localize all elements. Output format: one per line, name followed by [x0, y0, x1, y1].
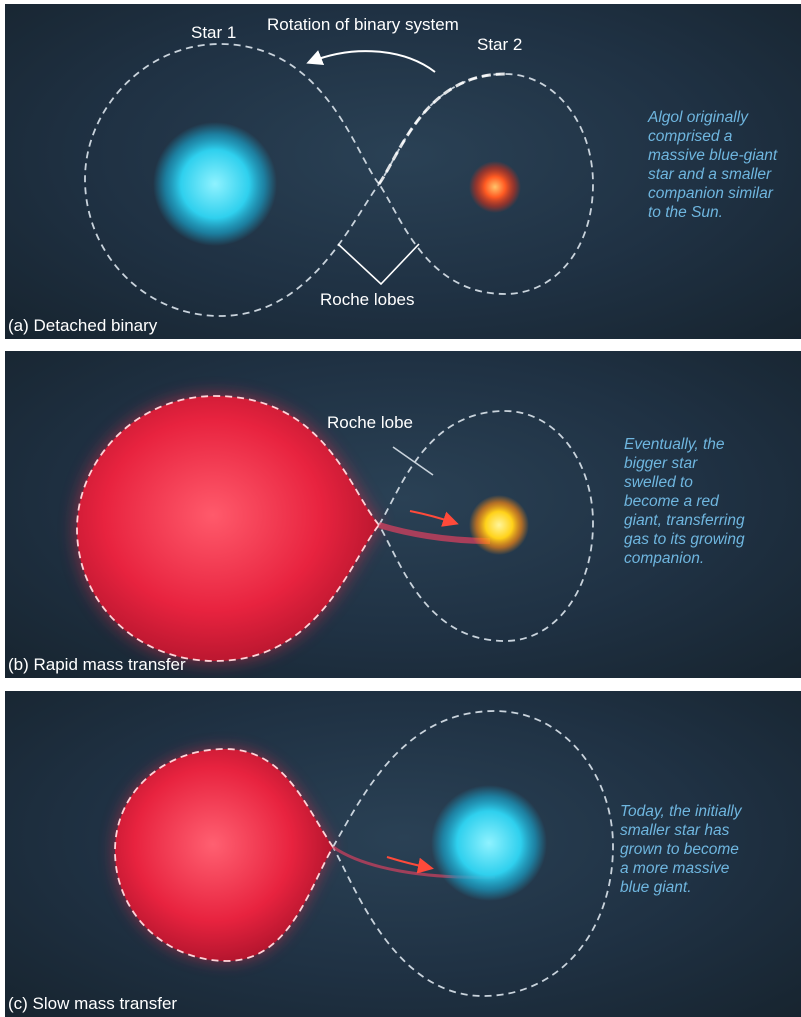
panel-c-diagram — [114, 710, 614, 997]
mass-transfer-arrow-icon — [386, 856, 434, 874]
panel-a-caption: (a) Detached binary — [8, 316, 158, 335]
star2-label: Star 2 — [477, 35, 523, 54]
rotation-arrow-icon — [306, 50, 436, 73]
panel-rapid-mass-transfer: Roche lobe Eventually, the bigger star s… — [5, 351, 801, 678]
roche-lobe-label: Roche lobe — [327, 413, 414, 432]
star1-label: Star 1 — [191, 23, 237, 42]
growing-companion-star — [469, 495, 529, 555]
panel-a-diagram — [84, 43, 594, 317]
roche-lobe-outline — [84, 43, 594, 317]
panel-detached-binary: Star 1 Rotation of binary system Star 2 … — [5, 4, 801, 339]
rotation-highlight-path — [377, 72, 506, 185]
roche-lobes-label: Roche lobes — [320, 290, 415, 309]
panel-a-note: Algol originally comprised a massive blu… — [648, 109, 778, 221]
rotation-label: Rotation of binary system — [267, 15, 459, 34]
red-star — [114, 748, 335, 962]
star2-sun-like — [469, 161, 521, 213]
blue-giant-star — [431, 785, 547, 901]
mass-transfer-arrow-icon — [409, 510, 459, 527]
roche-lobe-outline-right — [332, 710, 614, 997]
roche-lobes-bracket — [337, 243, 420, 286]
panel-b-note: Eventually, the bigger star swelled to b… — [624, 436, 745, 567]
roche-lobe-outline-right — [378, 410, 594, 642]
panel-c-caption: (c) Slow mass transfer — [8, 994, 178, 1013]
panel-slow-mass-transfer: Today, the initially smaller star has gr… — [5, 691, 801, 1017]
red-giant-star — [76, 395, 381, 662]
roche-lobe-leader-line — [392, 446, 434, 476]
panel-b-diagram — [76, 395, 594, 662]
panel-b-caption: (b) Rapid mass transfer — [8, 655, 186, 674]
panel-c-note: Today, the initially smaller star has gr… — [620, 803, 742, 896]
star1-blue-giant — [153, 122, 277, 246]
